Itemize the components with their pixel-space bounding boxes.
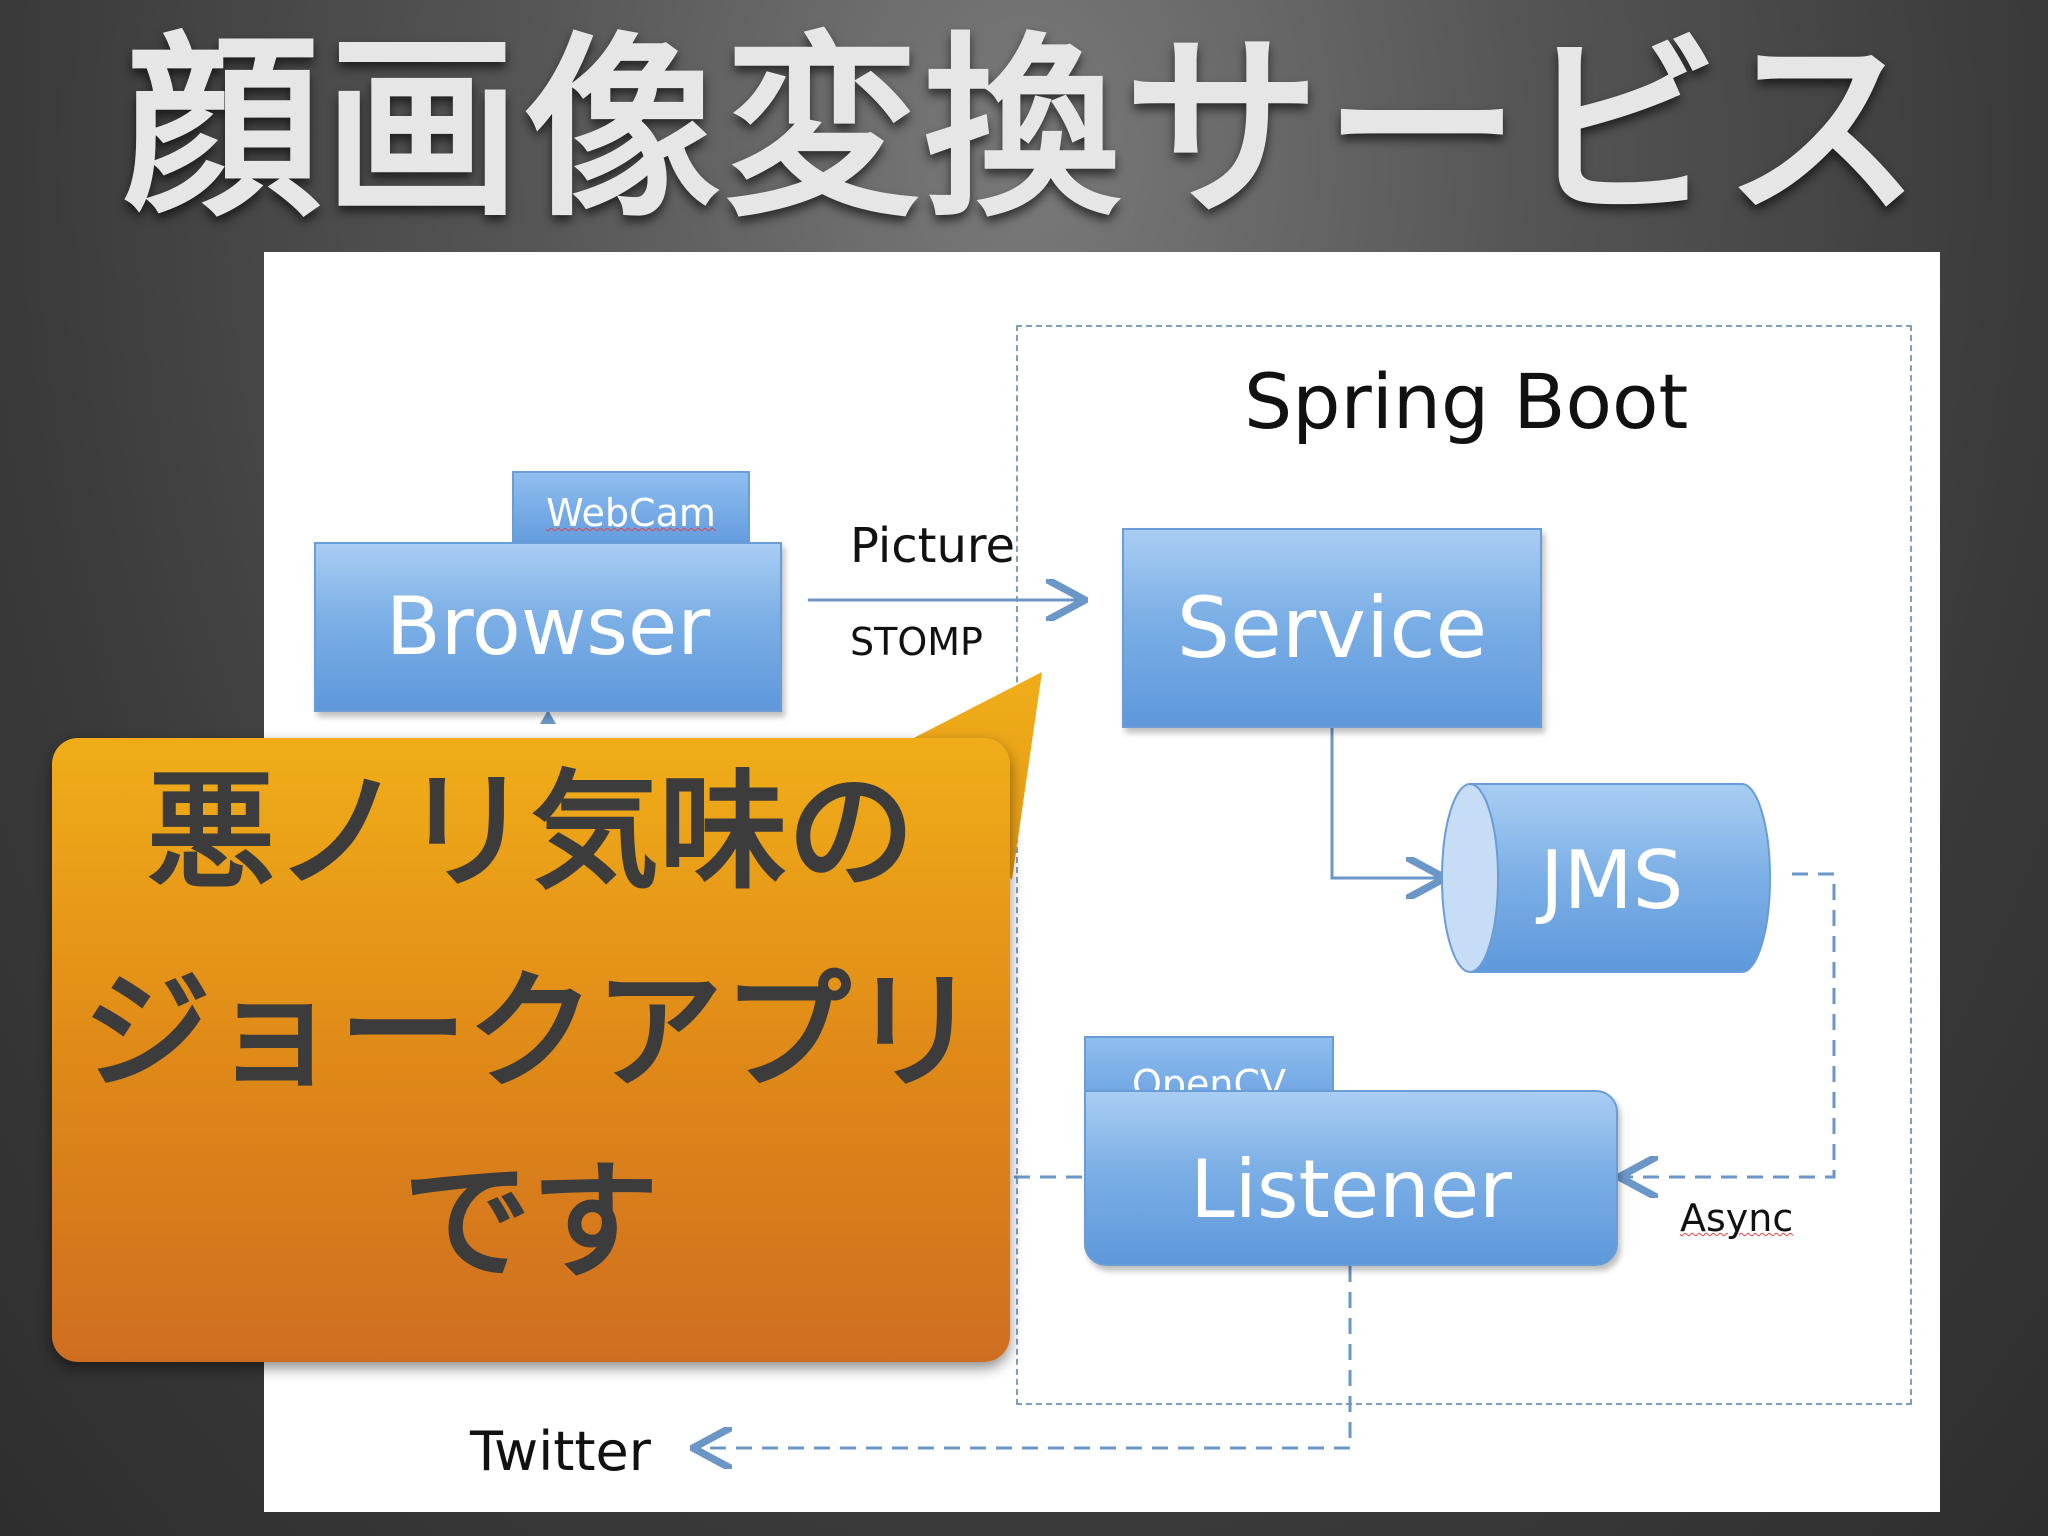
async-label: Async [1680,1196,1794,1240]
webcam-tag: WebCam [512,471,750,553]
twitter-arrow [696,1266,1352,1448]
browser-label: Browser [385,580,711,673]
stomp-label: STOMP [850,620,983,664]
callout-line-2: ジョークアプリ [82,958,979,1107]
service-box: Service [1122,528,1542,728]
slide-title: 顔画像変換サービス [123,16,1924,244]
twitter-label: Twitter [470,1420,651,1483]
spring-boot-label: Spring Boot [1244,357,1689,446]
picture-label: Picture [850,518,1016,574]
async-arrow [1622,872,1836,1177]
callout-line-3: です [402,1148,659,1297]
listener-box: Listener [1084,1090,1618,1266]
spring-boot-container [1016,325,1912,1405]
listener-label: Listener [1190,1143,1512,1236]
browser-box: Browser [314,542,782,712]
service-to-jms-arrow [1330,728,1442,878]
browser-up-arrowhead [540,710,556,724]
jms-label: JMS [1540,834,1684,927]
callout-line-1: 悪ノリ気味の [146,758,915,907]
joke-callout [52,738,1010,1362]
service-label: Service [1176,579,1488,677]
